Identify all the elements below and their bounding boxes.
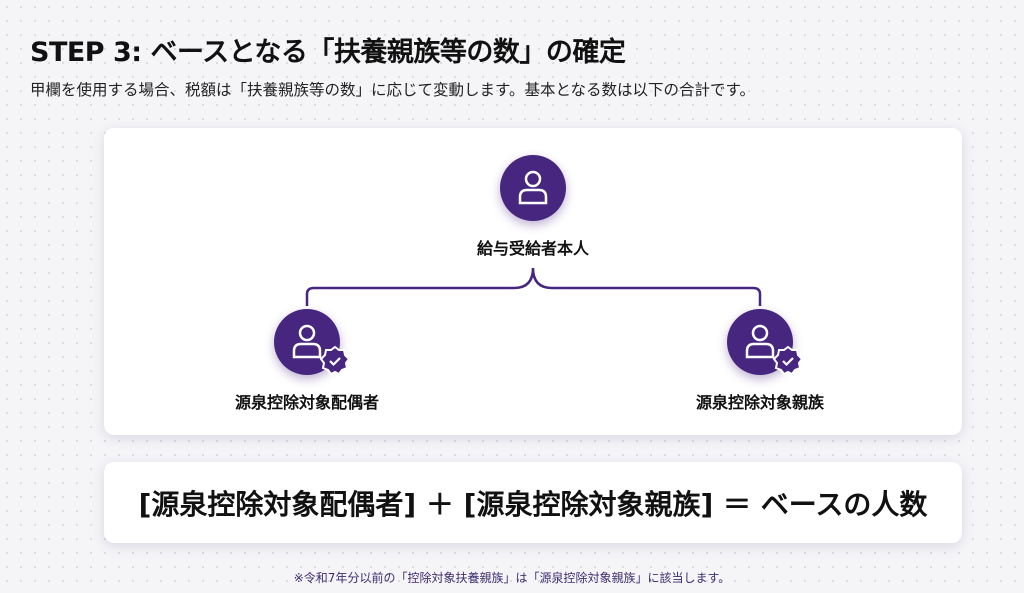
check-badge-icon (772, 345, 804, 376)
node-spouse: 源泉控除対象配偶者 (187, 309, 427, 413)
formula-text: [源泉控除対象配偶者] ＋ [源泉控除対象親族] ＝ ベースの人数 (138, 487, 928, 521)
node-relatives: 源泉控除対象親族 (640, 309, 880, 413)
person-verified-icon (274, 309, 351, 376)
bracket-connector (305, 267, 762, 306)
diagram-card: 給与受給者本人 源泉控除対象配偶者 源泉控除対象親族 (104, 128, 962, 435)
page-subtitle: 甲欄を使用する場合、税額は「扶養親族等の数」に応じて変動します。基本となる数は以… (30, 81, 755, 99)
node-label: 給与受給者本人 (476, 239, 589, 258)
node-label: 源泉控除対象親族 (695, 393, 824, 412)
node-self: 給与受給者本人 (413, 155, 653, 259)
formula-card: [源泉控除対象配偶者] ＋ [源泉控除対象親族] ＝ ベースの人数 (104, 462, 962, 543)
node-label: 源泉控除対象配偶者 (234, 393, 379, 412)
check-badge-icon (319, 345, 351, 376)
footnote: ※令和7年分以前の「控除対象扶養親族」は「源泉控除対象親族」に該当します。 (293, 571, 731, 585)
page-title: STEP 3: ベースとなる「扶養親族等の数」の確定 (30, 37, 626, 68)
person-verified-icon (727, 309, 804, 376)
person-icon (500, 155, 566, 221)
